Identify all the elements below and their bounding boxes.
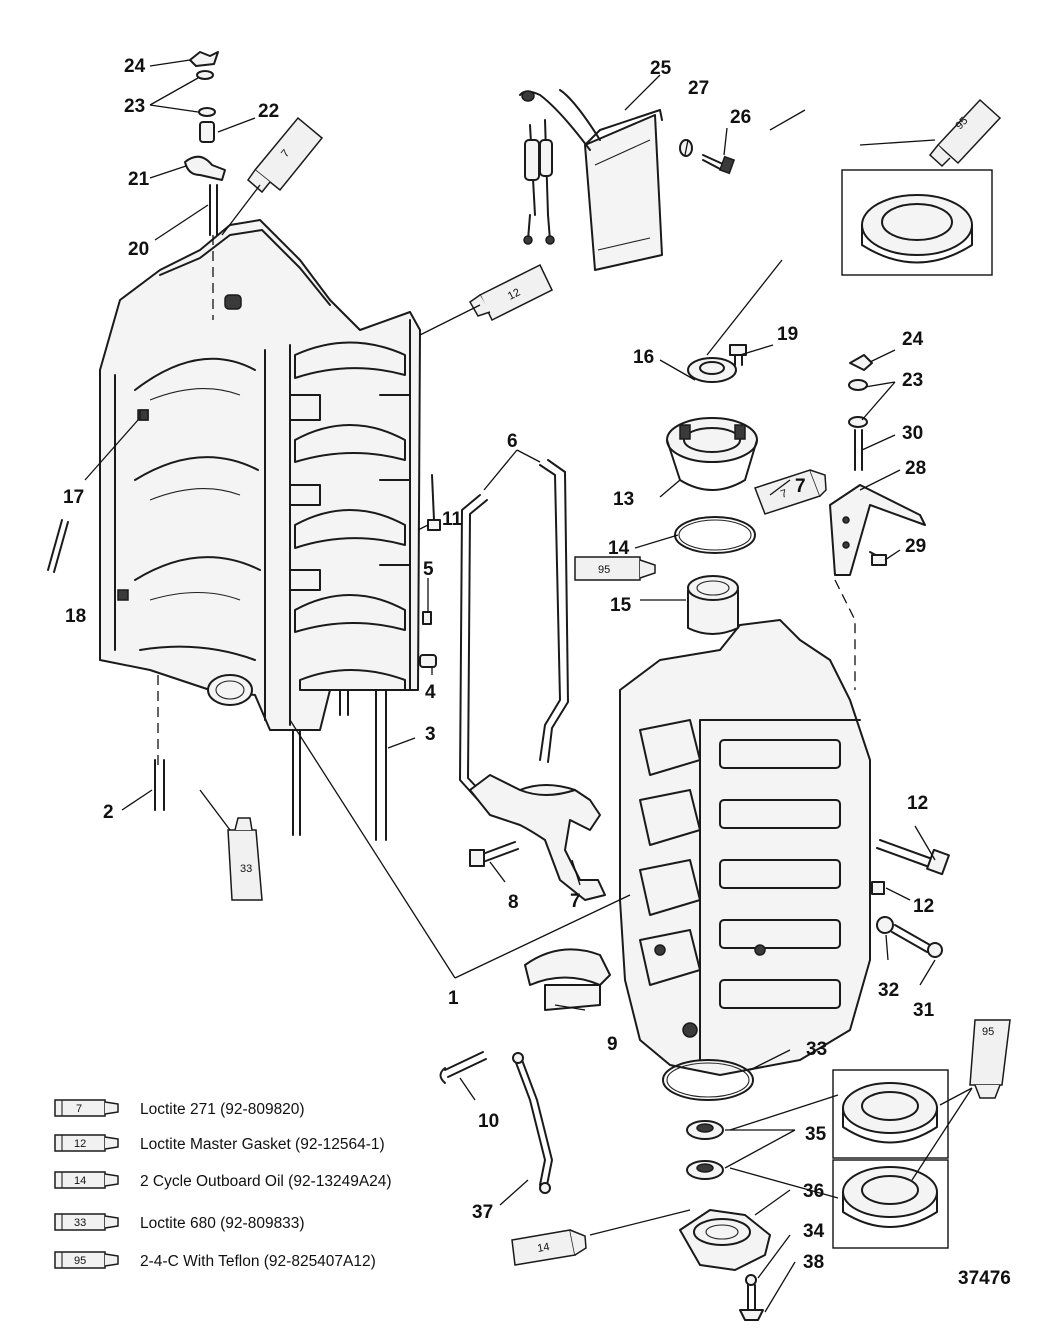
tube-label: 95 <box>598 564 610 576</box>
callout-label: 20 <box>128 239 149 260</box>
callout-label: 13 <box>613 489 634 510</box>
callout-label: 22 <box>258 101 279 122</box>
callout-label: 14 <box>608 538 630 559</box>
callout-label: 33 <box>806 1039 827 1060</box>
callout-label: 31 <box>913 1000 935 1021</box>
callout-label: 19 <box>777 324 798 345</box>
upper-seal-detail-drawing <box>841 169 993 276</box>
callout-label: 7 <box>795 476 806 497</box>
tube-7-right <box>754 469 827 515</box>
callout-label: 23 <box>124 96 145 117</box>
callout-label: 30 <box>902 423 923 444</box>
callout-label: 23 <box>902 370 923 391</box>
callout-label: 24 <box>124 56 146 77</box>
tube-33 <box>227 817 263 901</box>
callout-label: 25 <box>650 58 672 79</box>
callout-label: 16 <box>633 347 654 368</box>
legend-text: 2-4-C With Teflon (92-825407A12) <box>140 1253 376 1270</box>
tube-label: 95 <box>982 1026 994 1038</box>
callout-label: 9 <box>607 1034 618 1055</box>
callout-label: 11 <box>442 509 463 530</box>
callout-labels: 1 2 3 4 5 6 7 8 9 10 11 12 13 14 15 16 1… <box>63 56 935 1273</box>
callout-label: 17 <box>63 487 84 508</box>
adhesive-legend: 7 Loctite 271 (92-809820) 12 Loctite Mas… <box>54 1099 392 1270</box>
legend-text: Loctite Master Gasket (92-12564-1) <box>140 1136 385 1153</box>
tube-95-top <box>928 98 1002 168</box>
tube-95-bottom <box>969 1019 1011 1099</box>
lower-end-cap-drawing <box>662 1059 771 1321</box>
legend-text: Loctite 271 (92-809820) <box>140 1101 305 1118</box>
tube-label: 7 <box>779 488 789 501</box>
legend-row: 12 Loctite Master Gasket (92-12564-1) <box>54 1134 385 1153</box>
callout-label: 12 <box>907 793 928 814</box>
legend-code: 12 <box>74 1138 86 1150</box>
callout-label: 5 <box>423 559 434 580</box>
legend-code: 14 <box>74 1175 86 1187</box>
bracket-drawing <box>829 484 926 576</box>
cap-bolt-drawing <box>469 841 519 867</box>
tube-14 <box>511 1229 587 1266</box>
tube-7-top <box>246 116 324 194</box>
legend-text: Loctite 680 (92-809833) <box>140 1215 305 1232</box>
right-fasteners-drawing <box>848 354 873 471</box>
callout-label: 26 <box>730 107 751 128</box>
callout-label: 29 <box>905 536 926 557</box>
callout-label: 38 <box>803 1252 824 1273</box>
cylinder-block-half-drawing <box>99 219 421 836</box>
callout-label: 10 <box>478 1111 499 1132</box>
callout-label: 37 <box>472 1202 493 1223</box>
callout-label: 7 <box>570 891 581 912</box>
legend-text: 2 Cycle Outboard Oil (92-13249A24) <box>140 1173 392 1190</box>
tube-label: 14 <box>536 1241 550 1255</box>
tube-label: 33 <box>240 863 252 875</box>
callout-label: 34 <box>803 1221 825 1242</box>
callout-label: 36 <box>803 1181 824 1202</box>
small-fasteners-drawing <box>679 139 736 175</box>
tube-label: 12 <box>506 286 522 302</box>
right-bolts-drawing <box>871 839 950 958</box>
ground-strap-drawing <box>439 1051 553 1194</box>
callout-label: 21 <box>128 169 150 190</box>
callout-label: 1 <box>448 988 459 1009</box>
callout-label: 18 <box>65 606 86 627</box>
legend-row: 95 2-4-C With Teflon (92-825407A12) <box>54 1251 376 1270</box>
callout-label: 15 <box>610 595 632 616</box>
callout-label: 8 <box>508 892 519 913</box>
leader-lines <box>84 59 973 1313</box>
callout-label: 27 <box>688 78 709 99</box>
callout-label: 35 <box>805 1124 827 1145</box>
ignition-module-drawing <box>519 89 663 271</box>
legend-row: 33 Loctite 680 (92-809833) <box>54 1213 305 1232</box>
legend-row: 7 Loctite 271 (92-809820) <box>54 1099 305 1118</box>
lower-seal-detail-drawing <box>832 1069 949 1249</box>
oil-hoses-drawing <box>459 459 569 801</box>
callout-label: 3 <box>425 724 436 745</box>
callout-label: 6 <box>507 431 518 452</box>
callout-label: 24 <box>902 329 924 350</box>
callout-label: 4 <box>425 682 436 703</box>
tube-95-mid <box>574 556 656 581</box>
legend-row: 14 2 Cycle Outboard Oil (92-13249A24) <box>54 1171 392 1190</box>
callout-label: 32 <box>878 980 899 1001</box>
callout-label: 12 <box>913 896 934 917</box>
main-bearing-caps-drawing <box>469 774 611 1011</box>
legend-code: 33 <box>74 1217 86 1229</box>
crankcase-half-drawing <box>619 619 871 1076</box>
figure-number: 37476 <box>958 1268 1011 1289</box>
callout-label: 2 <box>103 802 114 823</box>
upper-end-cap-drawing <box>666 344 758 635</box>
legend-code: 7 <box>76 1103 82 1115</box>
callout-label: 28 <box>905 458 926 479</box>
legend-code: 95 <box>74 1255 86 1267</box>
adhesive-tubes: 7 12 95 7 95 33 95 14 <box>227 98 1011 1266</box>
